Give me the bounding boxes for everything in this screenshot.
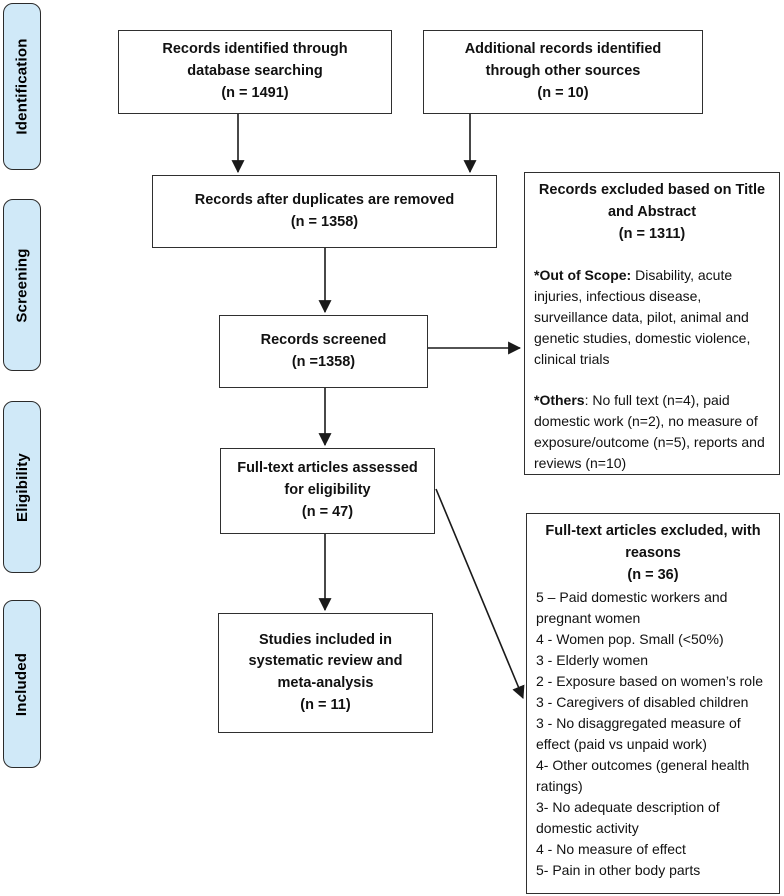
stage-included: Included <box>3 600 41 768</box>
box-studies-included: Studies included in systematic review an… <box>218 613 433 733</box>
box-records-screened: Records screened (n =1358) <box>219 315 428 388</box>
stage-eligibility: Eligibility <box>3 401 41 573</box>
exclusion-reason-item: 5 – Paid domestic workers and pregnant w… <box>536 589 728 627</box>
excluded-fulltext-heading: Full-text articles excluded, with reason… <box>545 523 761 583</box>
box-excluded-title-abstract: Records excluded based on Title and Abst… <box>524 172 780 475</box>
arrow-fulltext-to-excluded <box>435 488 525 700</box>
stage-label: Included <box>13 652 31 716</box>
stage-label: Screening <box>13 247 31 323</box>
others-text: : No full text (n=4), paid domestic work… <box>534 392 765 472</box>
exclusion-reason-item: 3 - Caregivers of disabled children <box>536 694 749 711</box>
out-of-scope-paragraph: *Out of Scope: Disability, acute injurie… <box>534 265 770 370</box>
others-label: *Others <box>534 392 585 409</box>
box-additional-records: Additional records identified through ot… <box>423 30 703 114</box>
exclusion-reason-item: 4 - No measure of effect <box>536 841 686 858</box>
exclusion-reason-item: 3 - No disaggregated measure of effect (… <box>536 715 741 753</box>
box-fulltext-assessed: Full-text articles assessed for eligibil… <box>220 448 435 534</box>
box-excluded-fulltext: Full-text articles excluded, with reason… <box>526 513 780 894</box>
box-records-deduplicated: Records after duplicates are removed (n … <box>152 175 497 248</box>
exclusion-reason-item: 3 - Elderly women <box>536 652 649 669</box>
box-records-identified: Records identified through database sear… <box>118 30 392 114</box>
exclusion-reason-item: 4- Other outcomes (general health rating… <box>536 757 750 795</box>
out-of-scope-label: *Out of Scope: <box>534 267 632 284</box>
exclusion-reason-item: 4 - Women pop. Small (<50%) <box>536 631 724 648</box>
out-of-scope-text: Disability, acute injuries, infectious d… <box>534 267 751 368</box>
stage-label: Eligibility <box>13 452 31 522</box>
stage-label: Identification <box>13 38 31 135</box>
stage-screening: Screening <box>3 199 41 371</box>
others-paragraph: *Others: No full text (n=4), paid domest… <box>534 390 770 474</box>
exclusion-reason-item: 5- Pain in other body parts <box>536 862 701 879</box>
exclusion-reasons-list: 5 – Paid domestic workers and pregnant w… <box>536 587 770 881</box>
exclusion-reason-item: 2 - Exposure based on women’s role <box>536 673 763 690</box>
exclusion-reason-item: 3- No adequate description of domestic a… <box>536 799 720 837</box>
excluded-title-abstract-heading: Records excluded based on Title and Abst… <box>538 182 766 242</box>
stage-identification: Identification <box>3 3 41 170</box>
